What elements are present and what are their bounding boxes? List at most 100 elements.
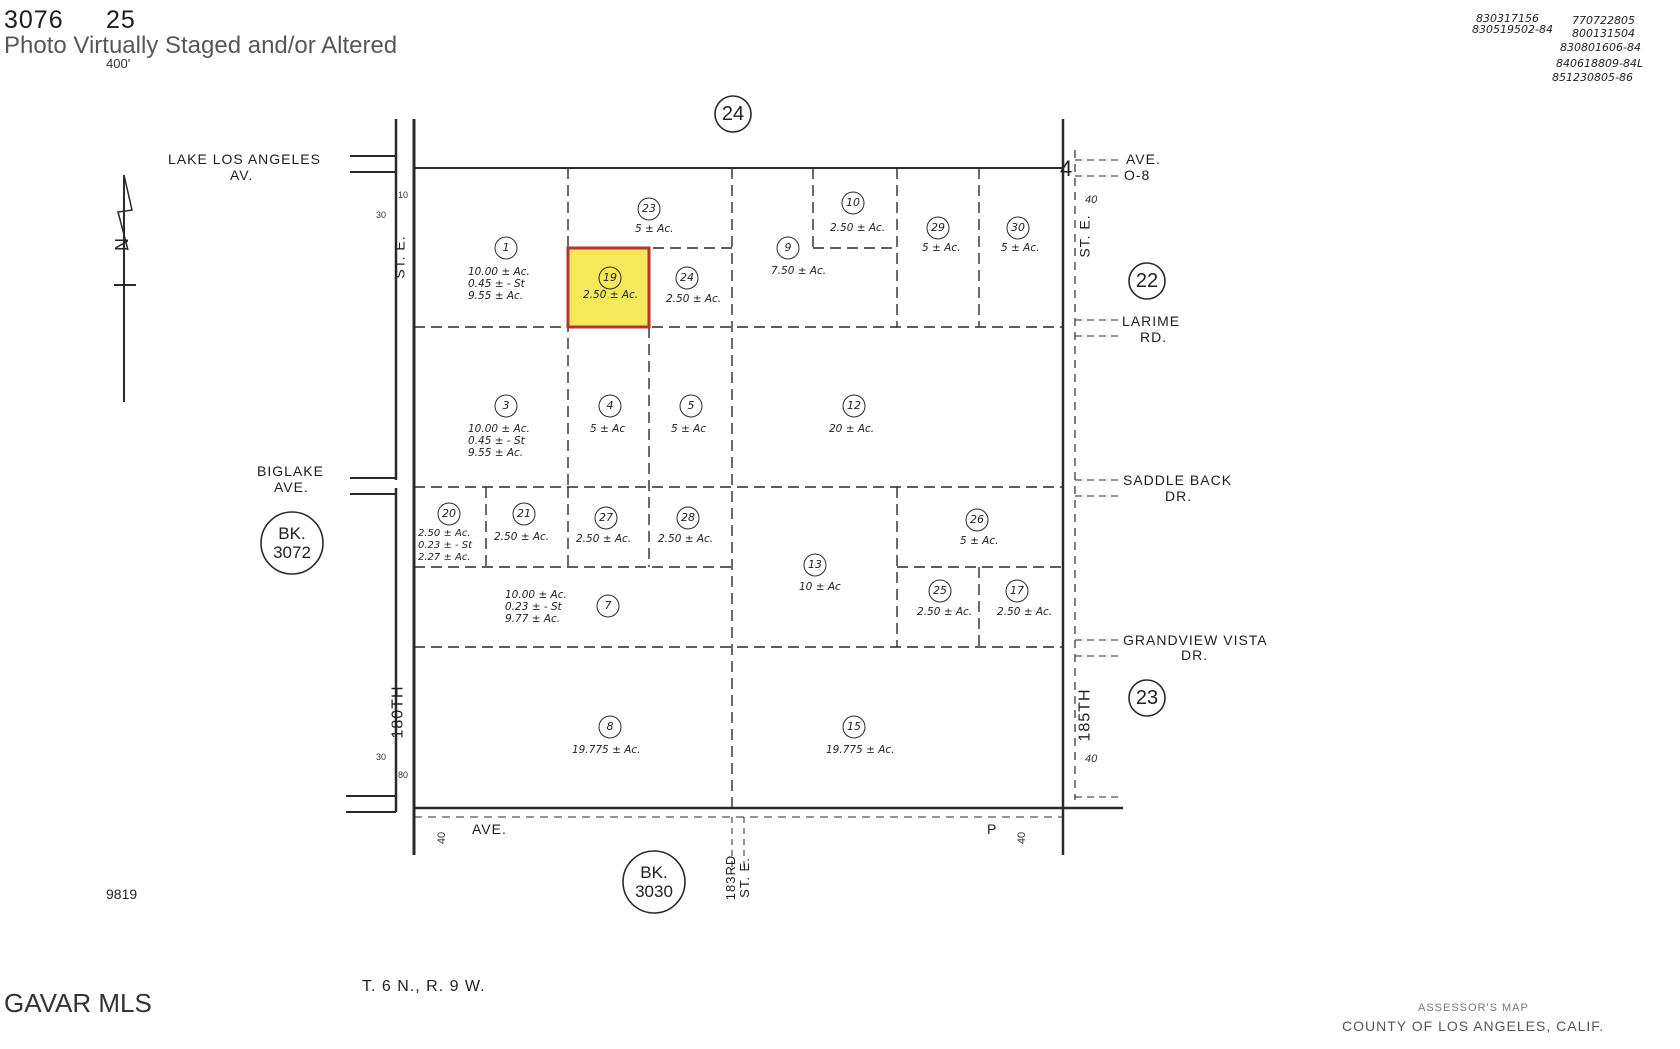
parcel-circle [637,197,661,221]
parcel-number: 12 [847,399,861,412]
parcel-acreage: 7.50 ± Ac. [771,265,827,277]
doc-number: 770722805 [1572,14,1635,27]
parcel-acreage: 10.00 ± Ac. 0.45 ± - St 9.55 ± Ac. [468,266,530,302]
parcel-acreage: 2.50 ± Ac. 0.23 ± - St 2.27 ± Ac. [418,528,473,563]
parcel-circle [928,579,952,603]
map-sheet-circle [1128,679,1166,717]
parcel-circle [598,394,622,418]
street-label: AVE. [274,479,309,495]
north-arrow-icon [114,174,136,402]
parcel-number: 26 [970,513,984,526]
parcel-acreage: 5 ± Ac. [960,535,999,547]
parcel-number: 21 [517,507,531,520]
street-label: SADDLE BACK [1123,472,1233,488]
parcel-number: 13 [808,558,822,571]
parcel-circle [842,715,866,739]
parcel-acreage: 19.775 ± Ac. [572,744,641,756]
parcel-acreage: 20 ± Ac. [829,423,875,435]
doc-number: 830317156 [1476,12,1539,25]
adjacent-book-label: BK. 3072 [273,524,311,562]
township-label: T. 6 N., R. 9 W. [362,978,486,995]
parcel-number: 8 [606,720,614,733]
dimension-label: 40 [436,831,449,845]
parcel-circle [437,502,461,526]
parcel-acreage: 5 ± Ac. [922,242,961,254]
parcel-number: 5 [687,399,695,412]
parcel-number: 4 [606,399,614,412]
parcel-circle [926,216,950,240]
street-label: ST. E. [1076,214,1093,258]
parcel-number: 20 [442,507,456,520]
parcel-number: 27 [599,511,613,524]
parcel-circle [1005,579,1029,603]
parcel-number: 30 [1011,221,1025,234]
map-sheet-number: 24 [721,103,745,125]
parcel-number: 1 [502,241,510,254]
doc-number: 830801606-84 [1560,41,1641,54]
parcel-number: 15 [847,720,861,733]
parcel-acreage: 10.00 ± Ac. 0.45 ± - St 9.55 ± Ac. [468,423,530,459]
parcel-circle [841,191,865,215]
dimension-label: 80 [398,770,409,780]
map-sheet-circle [714,95,752,133]
street-label: O-8 [1124,167,1151,183]
street-label: P [987,821,998,837]
parcel-circle [776,236,800,260]
parcel-acreage: 5 ± Ac [590,423,626,435]
parcel-circle [675,266,699,290]
assessor-county: COUNTY OF LOS ANGELES, CALIF. [1342,1018,1605,1034]
dimension-label: 4 [1060,156,1073,181]
parcel-acreage: 2.50 ± Ac. [576,533,632,545]
book-circle [260,511,324,575]
street-label: DR. [1181,647,1209,663]
street-label: LARIME [1122,313,1181,329]
dimension-label: 30 [376,210,387,220]
parcel-number: 28 [681,511,695,524]
parcel-number: 10 [846,196,860,209]
mls-logo: GAVAR MLS [4,988,152,1018]
dimension-label: 40 [1016,831,1029,845]
street-label: AVE. [472,821,507,837]
parcel-number: 23 [642,202,656,215]
book-number: 3076 [4,6,64,34]
map-lines [114,119,1123,870]
street-label: GRANDVIEW VISTA [1123,632,1268,648]
highlighted-parcel[interactable] [566,246,651,329]
parcel-acreage: 19.775 ± Ac. [826,744,895,756]
doc-number: 800131504 [1572,27,1635,40]
parcel-circle [598,715,622,739]
parcel-number: 17 [1010,584,1024,597]
parcel-acreage: 2.50 ± Ac. [494,531,550,543]
street-label: 185TH [1076,688,1094,742]
parcel-acreage: 2.50 ± Ac. [830,222,886,234]
page-number: 25 [106,6,136,34]
parcel-acreage[interactable]: 2.50 ± Ac. [583,289,639,301]
street-label: BIGLAKE [257,463,324,479]
north-label: N [112,238,132,251]
street-label: LAKE LOS ANGELES [168,151,321,167]
map-sheet-number: 23 [1135,687,1159,709]
parcel-circle [494,236,518,260]
dimension-label: 40 [1085,194,1098,206]
parcel-circle [494,394,518,418]
parcel-circle [676,506,700,530]
assessor-title: ASSESSOR'S MAP [1418,1002,1529,1014]
parcel-number: 25 [933,584,947,597]
street-label: DR. [1165,488,1193,504]
parcel-circle [965,508,989,532]
parcel-acreage: 2.50 ± Ac. [917,606,973,618]
parcel-acreage: 10 ± Ac [799,581,841,593]
parcel-acreage: 10.00 ± Ac. 0.23 ± - St 9.77 ± Ac. [505,589,567,625]
parcel-circle [594,506,618,530]
parcel-number: 7 [604,599,612,612]
parcel-number[interactable]: 19 [603,271,617,284]
parcel-acreage: 2.50 ± Ac. [666,293,722,305]
parcel-acreage: 5 ± Ac. [635,223,674,235]
street-label: AVE. [1126,151,1161,167]
doc-number: 851230805-86 [1552,71,1633,84]
street-label: AV. [230,167,254,183]
map-sheet-circle [1128,262,1166,300]
watermark-text: Photo Virtually Staged and/or Altered [4,32,398,59]
doc-number: 830519502-84 [1472,23,1553,36]
